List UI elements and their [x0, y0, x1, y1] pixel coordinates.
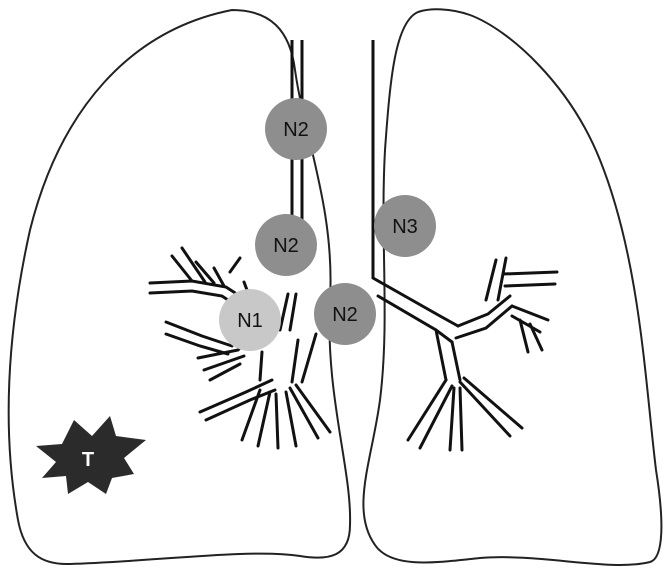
node-n3-label: N3 — [392, 216, 418, 238]
node-n1[interactable]: N1 — [219, 289, 281, 351]
node-n2-upper[interactable]: N2 — [265, 98, 327, 160]
node-n2-middle-label: N2 — [273, 235, 299, 257]
node-n2-carina-label: N2 — [332, 304, 358, 326]
node-n2-carina[interactable]: N2 — [314, 283, 376, 345]
node-n2-middle[interactable]: N2 — [255, 214, 317, 276]
node-n2-upper-label: N2 — [283, 119, 309, 141]
right-lung-outline — [9, 10, 351, 564]
node-n3[interactable]: N3 — [374, 195, 436, 257]
tumor-label: T — [82, 449, 94, 471]
node-n1-label: N1 — [237, 310, 263, 332]
